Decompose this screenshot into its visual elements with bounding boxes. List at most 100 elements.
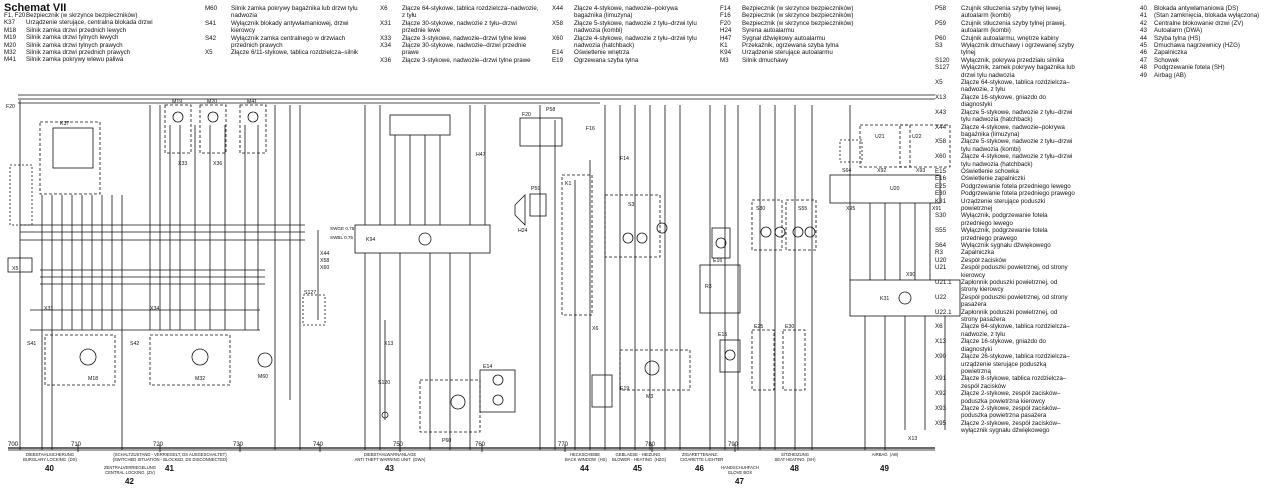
label-e19: E19 [620, 386, 629, 392]
label-m60: M60 [258, 374, 268, 380]
legend-description: Bezpiecznik (w skrzynce bezpieczników) [742, 5, 854, 12]
section-caption: AIRBAG (AB) [871, 452, 899, 457]
legend-code: X6 [935, 323, 943, 331]
legend-code: F20 [720, 19, 731, 27]
legend-code: U22.1 [935, 308, 952, 316]
legend-description: Wyłącznik, podgrzewanie fotela przednieg… [961, 212, 1048, 227]
legend-description: Złącze 30-stykowe, nadwozie z tyłu–drzwi… [402, 19, 517, 35]
legend-description: Urządzenie sterujące autoalarmu [742, 49, 833, 57]
legend-description: Złącze 26-stykowe, tablica rozdzielcza–u… [961, 353, 1070, 375]
legend-description: Wyłącznik zamka centralnego w drzwiach p… [231, 34, 346, 50]
legend-description: Podgrzewanie fotela przedniego prawego [961, 190, 1075, 198]
label-x36: X36 [213, 161, 222, 167]
scale-tick-label: 710 [71, 442, 82, 448]
legend-description: Złącze 64-stykowe, tablica rozdzielcza–n… [961, 79, 1070, 94]
legend-code: X91 [935, 375, 947, 383]
legend-code: P60 [935, 34, 947, 42]
legend-description: Bezpiecznik (w skrzynce bezpieczników) [742, 12, 854, 20]
legend-description: Złącze 30-stykowe, nadwozie–drzwi przedn… [402, 42, 527, 57]
legend-code: F14 [720, 5, 731, 12]
legend-code: X58 [935, 138, 947, 146]
legend-code: X93 [935, 404, 947, 412]
legend-entry: K1 Przekaźnik, ogrzewana szyba tylna [720, 42, 915, 49]
legend-description: Sygnał dźwiękowy autoalarmu [742, 34, 826, 42]
section-number: 49 [880, 464, 889, 473]
legend-entry: 47 Schowek [1140, 57, 1275, 64]
legend-description: Urządzenie sterujące, centralna blokada … [26, 19, 153, 27]
legend-code: U22 [935, 293, 947, 301]
label-f16: F16 [586, 126, 595, 132]
legend-code: X5 [205, 49, 213, 57]
legend-code: 42 [1140, 19, 1147, 27]
legend-description: Przekaźnik, ogrzewana szyba tylna [742, 42, 839, 50]
label-e14: E14 [483, 364, 492, 370]
legend-code: M41 [4, 56, 17, 64]
legend-code: E30 [935, 190, 947, 198]
legend-code: F16 [720, 12, 731, 20]
scale-start: 700 [8, 442, 19, 448]
legend-code: 47 [1140, 56, 1147, 64]
section-caption: HANDSCHUHFACH GLOVE BOX [721, 465, 759, 475]
label-m3: M3 [646, 394, 653, 400]
label-u22: U22 [912, 134, 922, 140]
label-x95: X95 [846, 206, 855, 212]
label-h24: H24 [518, 228, 528, 234]
label-x13b: X13 [908, 436, 917, 442]
label-k1: K1 [565, 181, 571, 187]
label-x91: X91 [932, 206, 941, 212]
legend-code: U21.1 [935, 279, 952, 287]
scale-tick-label: 740 [313, 442, 324, 448]
legend-description: Bezpiecznik (w skrzynce bezpieczników) [26, 12, 138, 19]
section-number: 46 [695, 464, 704, 473]
legend-code: X36 [380, 56, 392, 64]
section-number: 41 [165, 464, 174, 473]
legend-code: X44 [552, 5, 564, 12]
legend-code: S3 [935, 42, 943, 50]
section-number: 40 [45, 464, 54, 473]
legend-description: Złącze 4-stykowe, nadwozie z tyłu–drzwi … [961, 153, 1073, 168]
legend-description: Silnik zamka drzwi tylnych prawych [26, 41, 123, 49]
legend-entry: F14 Bezpiecznik (w skrzynce bezpieczników… [720, 5, 915, 12]
legend-code: F1, F20 [4, 12, 26, 19]
legend-code: X92 [935, 390, 947, 398]
legend-description: Złącze 4-stykowe, nadwozie z tyłu–drzwi … [574, 34, 697, 50]
legend-code: 40 [1140, 5, 1147, 12]
legend-code: E14 [552, 49, 564, 57]
legend-code: S42 [205, 34, 217, 42]
diagram-title: Schemat VII [4, 2, 67, 14]
legend-code: M19 [4, 34, 17, 42]
bus-label-swbl: SWBL 0.75 [330, 235, 354, 240]
legend-description: Bezpiecznik (w skrzynce bezpieczników) [742, 19, 854, 27]
scale-tick-label: 720 [153, 442, 164, 448]
legend-description: Złącze 5-stykowe, nadwozie z tyłu–drzwi … [961, 108, 1073, 124]
section-number: 45 [633, 464, 642, 473]
label-u21: U21 [875, 134, 885, 140]
legend-description: Schowek [1154, 56, 1180, 64]
bus-labels: SWGE 0.75 SWBL 0.75 [330, 226, 355, 240]
label-f20: F20 [6, 104, 15, 110]
legend-code: K1 [720, 42, 728, 50]
